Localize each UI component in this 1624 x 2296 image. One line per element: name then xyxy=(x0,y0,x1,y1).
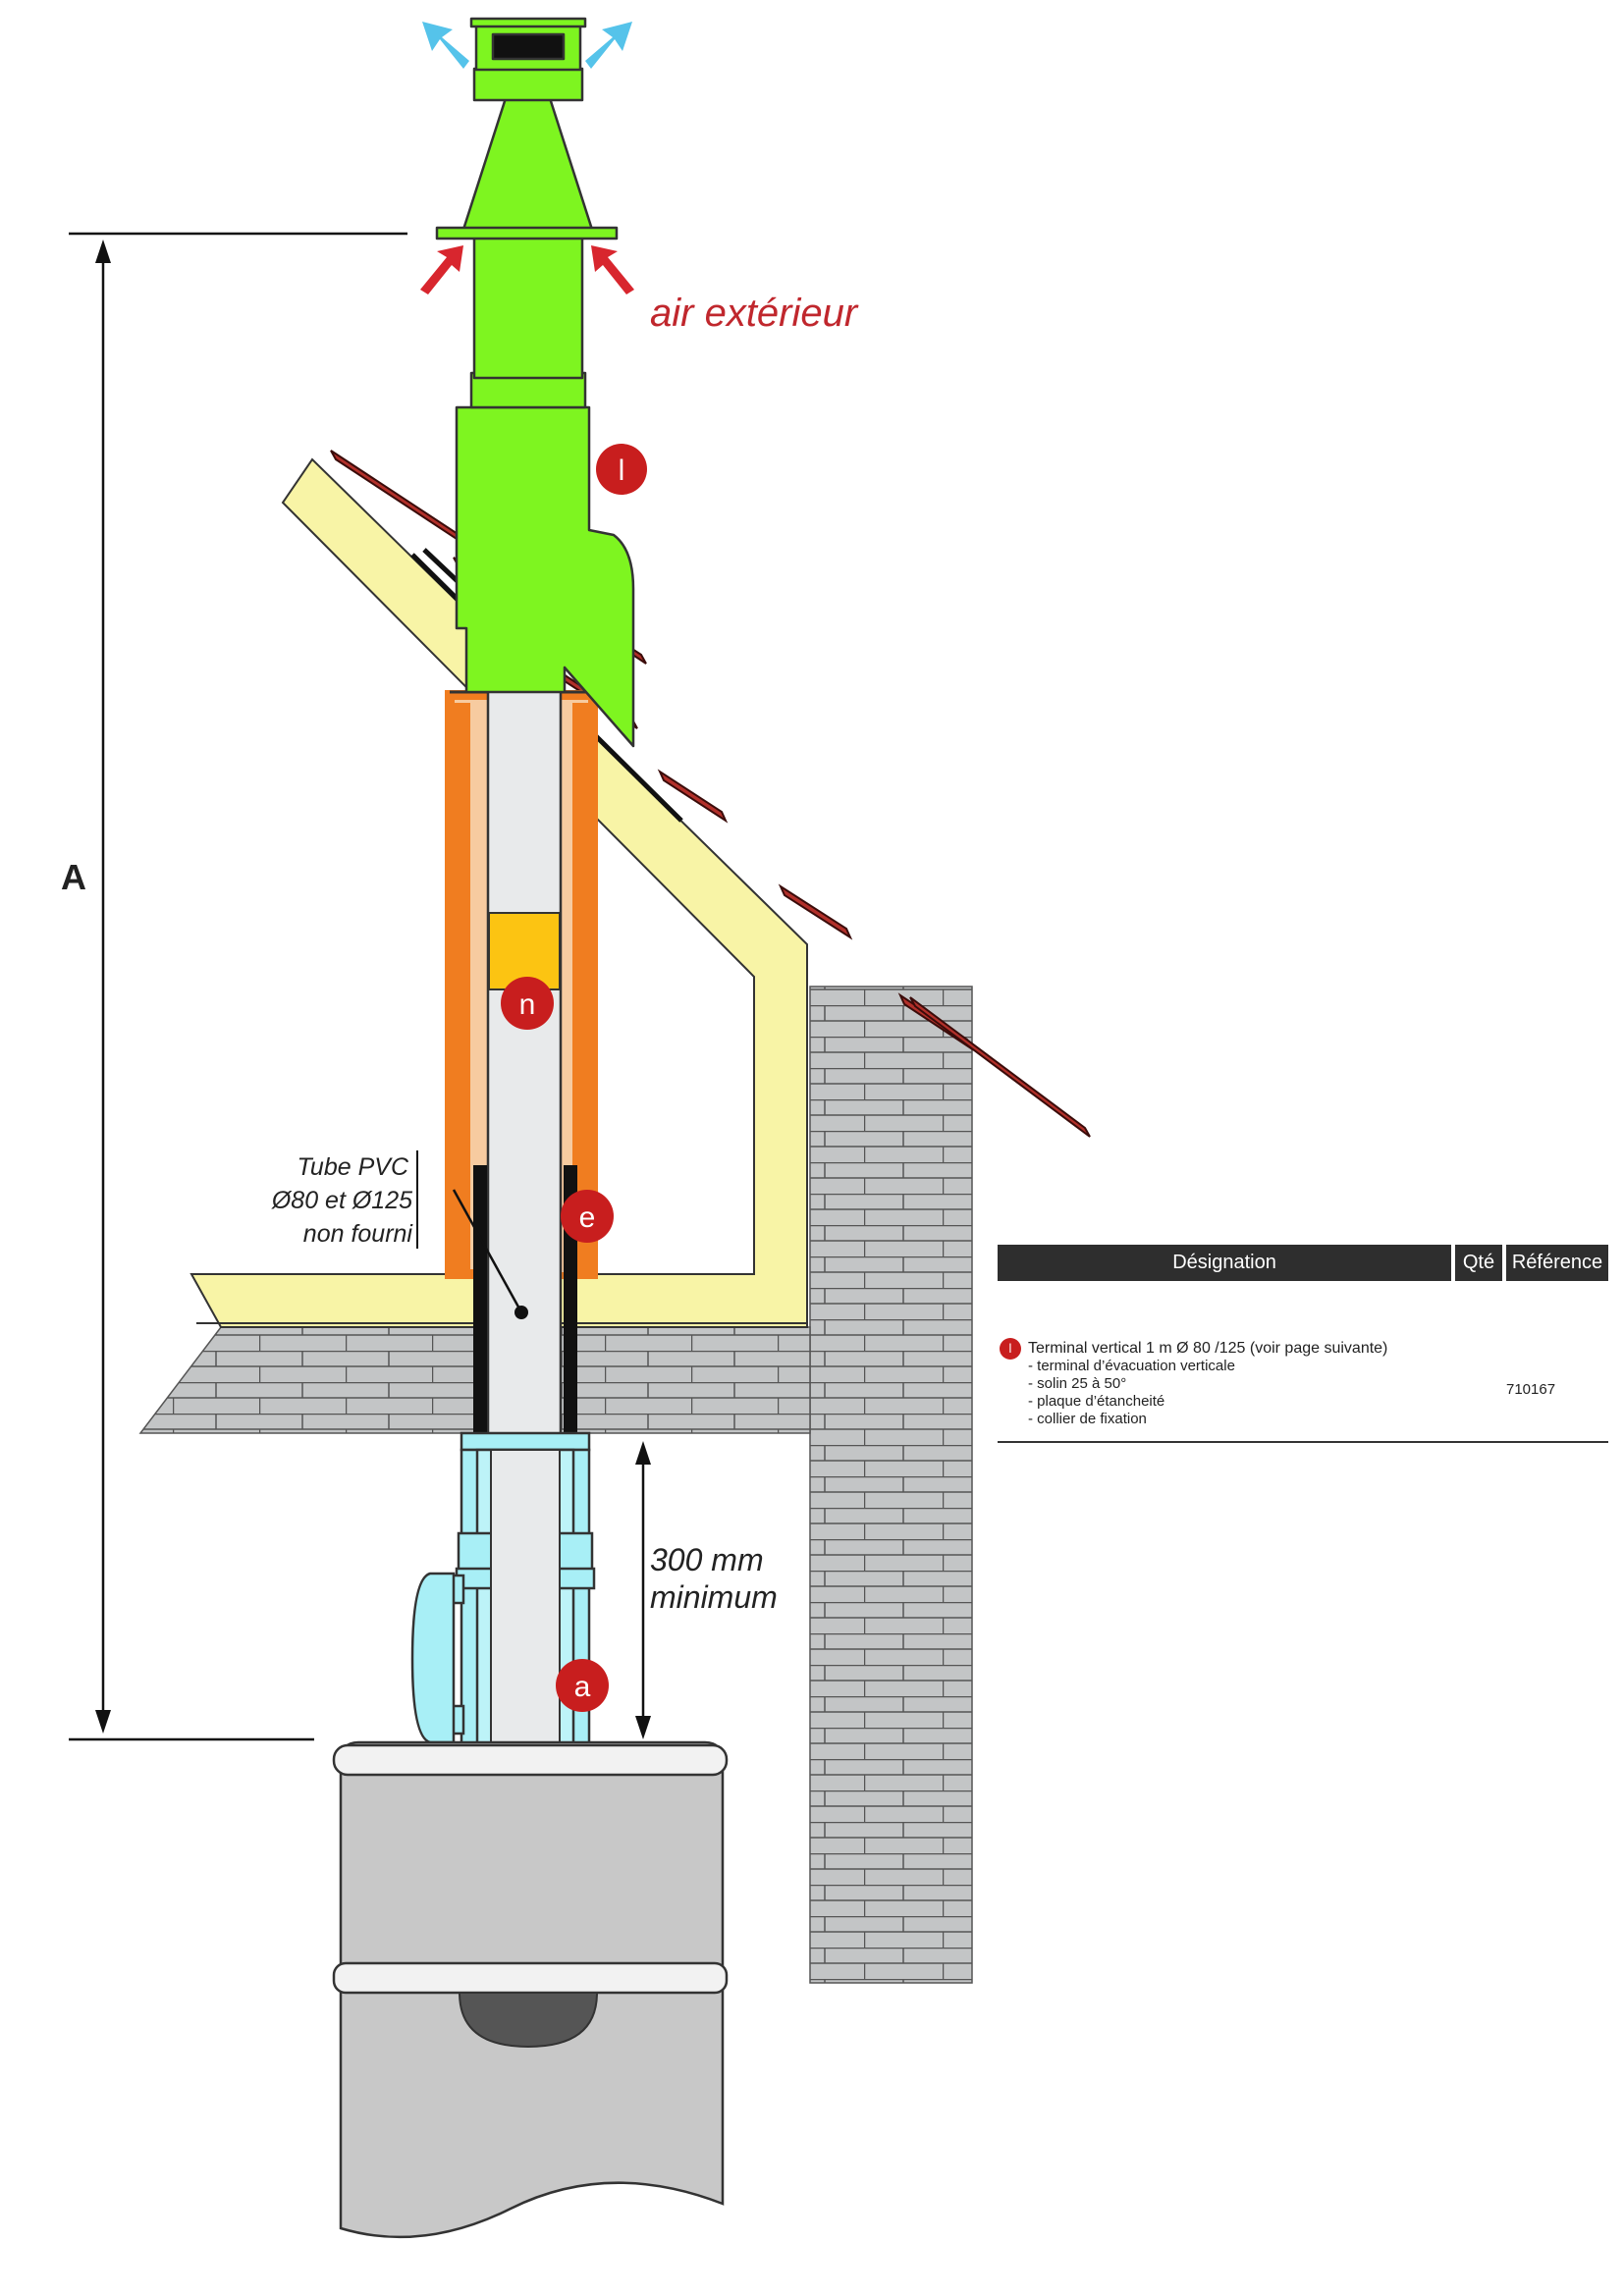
support-block xyxy=(488,912,561,990)
legend-reference: 710167 xyxy=(1506,1381,1556,1398)
legend-item: - solin 25 à 50° xyxy=(1028,1375,1127,1392)
legend-item: - collier de fixation xyxy=(1028,1411,1147,1427)
intake-arrow-icon xyxy=(420,245,634,294)
boiler xyxy=(332,1740,729,2239)
tube-note-2: Ø80 et Ø125 xyxy=(271,1187,412,1214)
dimension-a xyxy=(69,232,407,1741)
legend-header: Désignation Qté Référence xyxy=(998,1245,1608,1281)
flue-pipe xyxy=(486,688,563,1448)
svg-text:n: n xyxy=(519,988,536,1021)
legend-item: - plaque d’étancheité xyxy=(1028,1393,1165,1410)
legend-row: l Terminal vertical 1 m Ø 80 /125 (voir … xyxy=(998,1281,1608,1443)
min-distance-label-2: minimum xyxy=(650,1579,778,1615)
tube-note-3: non fourni xyxy=(303,1220,414,1248)
adapter-inner xyxy=(490,1449,561,1745)
pvc-tube-left xyxy=(473,1165,487,1435)
dimension-a-label: A xyxy=(61,857,86,897)
svg-text:e: e xyxy=(579,1201,596,1234)
legend-table: Désignation Qté Référence l Terminal ver… xyxy=(998,1245,1608,1443)
roof-tiles xyxy=(330,450,1091,1138)
tube-note-1: Tube PVC xyxy=(298,1153,409,1181)
header-reference: Référence xyxy=(1506,1245,1608,1281)
vertical-terminal xyxy=(435,17,635,748)
legend-badge: l xyxy=(1000,1338,1021,1360)
min-distance-dimension xyxy=(635,1441,651,1739)
legend-items: - terminal d’évacuation verticale - soli… xyxy=(1028,1358,1235,1428)
brick-wall xyxy=(809,986,973,1984)
air-exterieur-label: air extérieur xyxy=(650,292,859,335)
legend-item: - terminal d’évacuation verticale xyxy=(1028,1358,1235,1374)
svg-text:l: l xyxy=(619,454,625,487)
tube-note-leader xyxy=(452,1189,522,1311)
badge-a: a xyxy=(556,1659,609,1712)
tube-note-point xyxy=(514,1306,528,1319)
badge-l: l xyxy=(596,444,647,495)
legend-title: Terminal vertical 1 m Ø 80 /125 (voir pa… xyxy=(1028,1340,1388,1357)
header-designation: Désignation xyxy=(998,1245,1451,1281)
min-distance-label-1: 300 mm xyxy=(650,1542,764,1577)
header-qty: Qté xyxy=(1455,1245,1502,1281)
svg-text:a: a xyxy=(574,1671,591,1703)
exhaust-arrow-icon xyxy=(422,22,632,69)
badge-e: e xyxy=(561,1190,614,1243)
badge-n: n xyxy=(501,977,554,1030)
